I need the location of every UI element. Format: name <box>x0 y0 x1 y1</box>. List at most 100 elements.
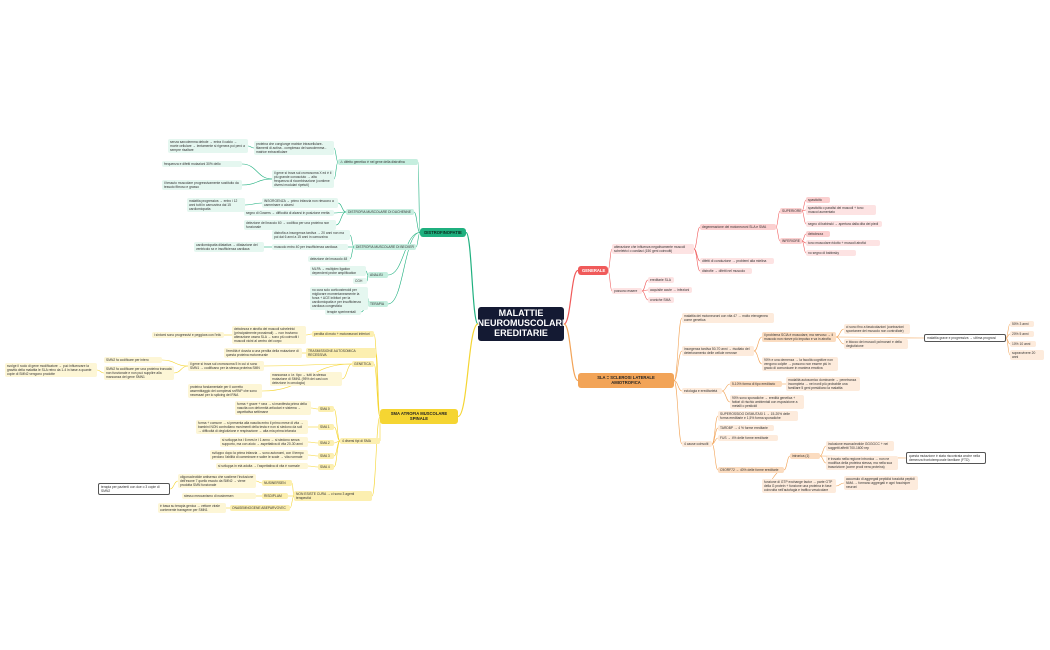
generale-conduzione[interactable]: difetti di conduzione → problemi alla mi… <box>700 258 774 265</box>
possono-acquisite[interactable]: acquisite acute → infezioni <box>648 287 692 294</box>
generale-superiore[interactable]: SUPERIORE <box>780 208 802 215</box>
distrofie-proteina[interactable]: proteina che congiunge matrice intracell… <box>254 141 334 156</box>
sma-snrnp[interactable]: proteina fondamentale per il corretto as… <box>188 384 262 399</box>
becker-tardiva[interactable]: distrofia a insorgenza tardiva → 20 anni… <box>272 230 350 241</box>
nusinersen-desc[interactable]: oligonucleotide antisenso che sostiene l… <box>178 474 256 489</box>
c9orf72-ftd[interactable]: questa mutazione è stata riscontrata anc… <box>906 452 986 465</box>
inferiore-debolezza[interactable]: debolezza <box>806 231 830 238</box>
sma-3-desc[interactable]: sviluppo dopo la prima infanzia → sono a… <box>210 450 308 461</box>
distrofie-cromosoma-x[interactable]: il gene si trova sul cromosoma X ed è il… <box>272 170 334 189</box>
duchenne[interactable]: DISTROFIA MUSCOLARE DI DUCHENNE <box>346 209 414 216</box>
branch-sma[interactable]: SMA ATROFIA MUSCOLARE SPINALE <box>380 409 458 424</box>
sma-mancanza[interactable]: mancanza o i.e. tipo → tutti la stessa m… <box>270 372 342 387</box>
prognosi-3[interactable]: 50% 3 anni <box>1010 321 1034 328</box>
sla-autosomico[interactable]: modalità autosomico dominante → penetran… <box>786 377 860 392</box>
c9orf72-gtp[interactable]: funzione di GTP exchange factor → parte … <box>762 479 836 494</box>
sma-trasmissione[interactable]: TRASMISSIONE AUTOSOMICA RECESSIVA <box>306 348 376 359</box>
c9orf72-regione[interactable]: è trovato nella regione intronica → non … <box>826 456 898 471</box>
sla-demenza[interactable]: 90% e una demenza → la facoltà cognitive… <box>762 357 838 372</box>
sma-atrofia[interactable]: debolezza e atrofia dei muscoli scheletr… <box>232 326 306 345</box>
sma-progressivi[interactable]: i sintomi sono progressivi e peggiora co… <box>152 332 224 339</box>
gene-tardbp[interactable]: TARDBP → 4 % forme ereditarie <box>718 425 774 432</box>
onasemnogene-desc[interactable]: è basa su terapia genica → vettore viral… <box>158 503 226 514</box>
sma-0[interactable]: SMA 0 <box>318 406 334 413</box>
becker-cardiaca[interactable]: muscolo entro 40 per insufficienza cardi… <box>272 244 348 251</box>
branch-sla[interactable]: SLA = SCLEROSI LATERALE AMIOTROFICA <box>578 373 674 388</box>
sma-1-desc[interactable]: forma + comune → si presenta alla nascit… <box>196 420 308 435</box>
risdiplam-desc[interactable]: stesso meccanismo di nusinersen <box>182 493 256 500</box>
distrofie-gene-difetto[interactable]: ⚠ difetto genetico è nel gene della dist… <box>338 159 418 166</box>
becker[interactable]: DISTROFIA MUSCOLARE DI BECKER <box>354 244 416 251</box>
gene-fus[interactable]: FUS → 4% delle forme ereditarie <box>718 435 778 442</box>
sla-vita47[interactable]: malattia dei motoneuroni con vita 47 → m… <box>682 313 774 324</box>
nusinersen[interactable]: NUSINERSEN <box>262 480 292 487</box>
sma-smn2-troncata[interactable]: SMN2 fa codificare per una proteina tron… <box>104 366 174 381</box>
inferiore-tono[interactable]: tono muscolare ridotto + muscoli atrofic… <box>806 240 880 247</box>
generale-possono[interactable]: possono essere <box>612 288 642 295</box>
terapia-cortico[interactable]: no cura solo corticosteroidi per miglior… <box>310 287 368 310</box>
sla-blocco[interactable]: e blocco dei muscoli polmonari e della d… <box>844 339 908 350</box>
sma-2[interactable]: SMA 2 <box>318 440 334 447</box>
sma-perdita-moto[interactable]: perdita di moto + motoneuroni inferiori <box>312 331 374 338</box>
duchenne-gowers[interactable]: segno di Gowers → difficoltà di alzarsi … <box>244 210 334 217</box>
duchenne-insorgenza[interactable]: INSORGENZA → primo infanzia non riescono… <box>262 198 338 209</box>
sma-3[interactable]: SMA 3 <box>318 453 334 460</box>
becker-delezione[interactable]: delezione del muscolo 48 <box>308 256 350 263</box>
analisi-cgh[interactable]: CGH <box>353 278 367 285</box>
sla-fascicolazioni[interactable]: ci sono fino a fascicolazioni (contrazio… <box>844 324 910 335</box>
c9orf72-intronica[interactable]: intronica (1) <box>790 453 820 460</box>
branch-generale[interactable]: GENERALE <box>578 266 608 276</box>
superiore-spasticita[interactable]: spasticità <box>806 197 830 204</box>
generale-inferiore[interactable]: INFERIORE <box>780 238 802 245</box>
sla-cause[interactable]: 4 cause coinvolti <box>682 441 712 448</box>
c9orf72-inclusione[interactable]: inclusione esanucleotide GGGGCC + nei so… <box>826 441 894 452</box>
possono-croniche[interactable]: croniche SMA <box>648 297 674 304</box>
sla-problema[interactable]: il problema SCIA è muscolare, ma nervoso… <box>762 332 836 343</box>
duchenne-progressiva[interactable]: malattia progressiva → entro i 12 anni t… <box>187 198 245 213</box>
superiore-paralisi[interactable]: spasticità o paralisi dei muscoli + tono… <box>806 205 876 216</box>
generale-alterazione[interactable]: alterazione che influenza negativamente … <box>612 244 694 255</box>
sma-4[interactable]: SMA 4 <box>318 464 334 471</box>
gene-sod1[interactable]: SUPEROSSIDO DISMUTASI 1 → 15-20% delle f… <box>718 411 798 422</box>
sma-1[interactable]: SMA 1 <box>318 424 334 431</box>
gene-c9orf72[interactable]: C9ORF72 → 40% delle forme ereditarie <box>718 467 784 474</box>
prognosi-5[interactable]: 20% 5 anni <box>1010 331 1034 338</box>
sla-prognosi[interactable]: malattia grave e progressiva → ultima pr… <box>924 334 1006 343</box>
distrofie-sarcolemma[interactable]: senza sarcolemma debole → entra il calci… <box>168 139 248 154</box>
becker-cardiomiopatia[interactable]: cardiomiopatia dilatativa → dilatazione … <box>194 242 264 253</box>
sla-sporadiche[interactable]: 90% sono sporadiche → eredità genetica +… <box>730 395 804 410</box>
sma-modificatore[interactable]: svolge il ruolo di gene modificatore → p… <box>5 363 97 378</box>
inferiore-no-babinsky[interactable]: no segno di babinsky <box>806 250 856 257</box>
possono-ereditarie[interactable]: ereditarie SLA <box>648 277 674 284</box>
superiore-babinski[interactable]: segno di babinski → apertura dalla dita … <box>806 221 882 228</box>
generale-distrofie[interactable]: distrofie → difetti nel muscolo <box>700 268 752 275</box>
sma-cromosoma5[interactable]: il gene si trova sul cromosoma 5 in cui … <box>188 361 264 372</box>
nusinersen-pazienti[interactable]: terapia per pazienti con due o 3 copie d… <box>98 483 170 496</box>
terapia-sperimentali[interactable]: terapie sperimentali <box>325 309 361 316</box>
sma-no-cura[interactable]: NON ESISTE CURA → ci sono 3 agenti terap… <box>294 491 372 502</box>
terapia[interactable]: TERAPIA <box>368 301 388 308</box>
analisi-mlpa[interactable]: MLPA → multiplex ligation dependent prob… <box>310 266 366 277</box>
risdiplam[interactable]: RISDIPLAM <box>262 493 288 500</box>
distrofie-frequenza[interactable]: frequenza e difetti mutazioni 30% dello <box>162 161 242 168</box>
c9orf72-accumulo[interactable]: accumulo di aggregati peptidici tossicit… <box>844 476 918 491</box>
sma-4-tipi[interactable]: 4 diversi tipi di SMA <box>340 438 380 445</box>
onasemnogene[interactable]: ONASEMNOGENE ABEPARVOVEC <box>230 505 290 512</box>
sma-smn2-intero[interactable]: SMN2 fa codificare per intero <box>104 357 162 364</box>
sma-4-desc[interactable]: si sviluppa in età adulta → l'aspettativ… <box>216 463 308 470</box>
sla-eziologia[interactable]: eziologia e ereditarietà <box>682 388 722 395</box>
sla-ereditario[interactable]: 5-10% forma di tipo ereditario <box>730 381 782 388</box>
root-node[interactable]: MALATTIE NEUROMUSCOLARI EREDITARIE <box>478 307 565 341</box>
branch-distrofinopatie[interactable]: DISTROFINOPATIE <box>420 228 466 238</box>
generale-degenerazione[interactable]: degenerazione dei motoneuroni SLA e SMA <box>700 224 776 231</box>
sla-insorgenza[interactable]: insorgenza tardiva 50-70 anni → risultat… <box>682 346 754 357</box>
sma-genetica[interactable]: GENETICA <box>352 361 374 368</box>
duchenne-delezione[interactable]: delezione del braccio 60 → codifica per … <box>244 220 336 231</box>
analisi[interactable]: ANALISI <box>368 272 388 279</box>
sma-eredita[interactable]: l'eredità è dovuta a una perdita della m… <box>224 348 302 359</box>
prognosi-20[interactable]: sopravvivere 20 anni <box>1010 350 1044 361</box>
prognosi-10[interactable]: 10% 10 anni <box>1010 341 1036 348</box>
sma-0-desc[interactable]: forma + grave + rara → si manifesta prim… <box>235 401 311 416</box>
distrofie-tessuto[interactable]: il tessuto muscolare progressivamente so… <box>162 180 242 191</box>
sma-2-desc[interactable]: si sviluppa tra i 6 mesi e i 1 anno → si… <box>220 437 308 448</box>
